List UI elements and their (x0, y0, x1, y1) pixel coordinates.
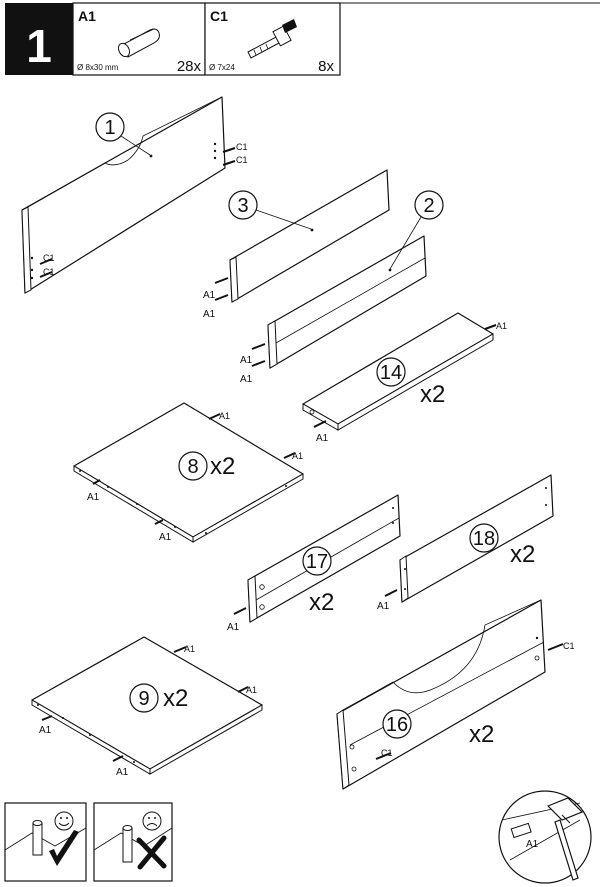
panel-18: 18 x2 A1 (377, 474, 554, 612)
fitting-label-c1: C1 (43, 267, 55, 277)
part-number-16: 16 (386, 714, 408, 736)
part-qty-14: x2 (420, 381, 445, 408)
fitting-label-a1: A1 (203, 290, 216, 301)
dowel-icon (117, 28, 160, 58)
fitting-label-a1: A1 (496, 321, 507, 331)
part-number-18: 18 (473, 528, 495, 550)
part-qty-17: x2 (309, 589, 334, 616)
part-number-1: 1 (104, 117, 115, 139)
step-number: 1 (26, 20, 52, 72)
c1-fitting-icon (39, 147, 236, 278)
panel-16: 16 x2 C1 C1 (336, 599, 575, 790)
panel-14: 14 x2 A1 A1 (302, 312, 507, 444)
part-qty-18: x2 (510, 541, 535, 568)
panel-17: 17 x2 A1 (227, 494, 401, 633)
fitting-label-c1: C1 (381, 748, 393, 758)
panel-2: 2 A1 A1 (240, 190, 444, 385)
hardware-code-a1: A1 (78, 8, 96, 24)
part-number-2: 2 (423, 195, 434, 217)
cross-icon (136, 835, 167, 870)
cam-bolt-icon (247, 19, 297, 59)
fitting-label-c1: C1 (563, 641, 575, 651)
panel-8: 8 x2 A1 A1 A1 A1 (73, 402, 304, 543)
hardware-spec-c1: Ø 7x24 (209, 63, 235, 72)
part-qty-8: x2 (210, 453, 235, 480)
tip-correct (4, 802, 87, 882)
part-number-8: 8 (187, 456, 198, 478)
tip-wrong (93, 802, 173, 882)
panel-1: 1 C1 C1 C1 C1 (21, 96, 248, 294)
fitting-label-a1: A1 (159, 532, 172, 543)
dowel-icon (510, 822, 532, 839)
step-badge (5, 3, 73, 75)
hammer-label-a1: A1 (526, 839, 539, 850)
part-number-17: 17 (306, 551, 328, 573)
fitting-label-c1: C1 (236, 155, 248, 165)
fitting-label-a1: A1 (219, 411, 230, 421)
fitting-label-a1: A1 (203, 309, 216, 320)
hardware-qty-c1: 8x (318, 58, 334, 75)
hammer-tip: A1 (498, 790, 592, 884)
checkmark-icon (49, 830, 79, 866)
fitting-label-a1: A1 (184, 644, 195, 654)
hammer-icon (546, 797, 584, 881)
part-number-14: 14 (380, 362, 402, 384)
fitting-label-a1: A1 (39, 725, 52, 736)
fitting-label-a1: A1 (116, 767, 129, 778)
fitting-label-a1: A1 (240, 374, 253, 385)
hardware-qty-a1: 28x (177, 58, 202, 75)
header-bar: 1 A1 Ø 8x30 mm 28x C1 Ø 7x24 8x (5, 2, 600, 76)
part-number-9: 9 (138, 688, 149, 710)
fitting-label-a1: A1 (292, 451, 303, 461)
part-number-3: 3 (237, 195, 248, 217)
panel-9: 9 x2 A1 A1 A1 A1 (31, 636, 263, 778)
hardware-code-c1: C1 (210, 8, 228, 24)
part-qty-16: x2 (469, 721, 494, 748)
fitting-label-a1: A1 (227, 622, 240, 633)
part-qty-9: x2 (163, 685, 188, 712)
panel-3: 3 A1 A1 (203, 169, 390, 320)
fitting-label-c1: C1 (236, 142, 248, 152)
fitting-label-a1: A1 (316, 433, 329, 444)
hardware-spec-a1: Ø 8x30 mm (77, 63, 119, 72)
smiley-icon (54, 811, 74, 831)
fitting-label-a1: A1 (377, 601, 390, 612)
fitting-label-a1: A1 (87, 492, 100, 503)
fitting-label-a1: A1 (246, 685, 257, 695)
fitting-label-a1: A1 (240, 355, 253, 366)
fitting-label-c1: C1 (43, 253, 55, 263)
sad-face-icon (142, 811, 162, 831)
